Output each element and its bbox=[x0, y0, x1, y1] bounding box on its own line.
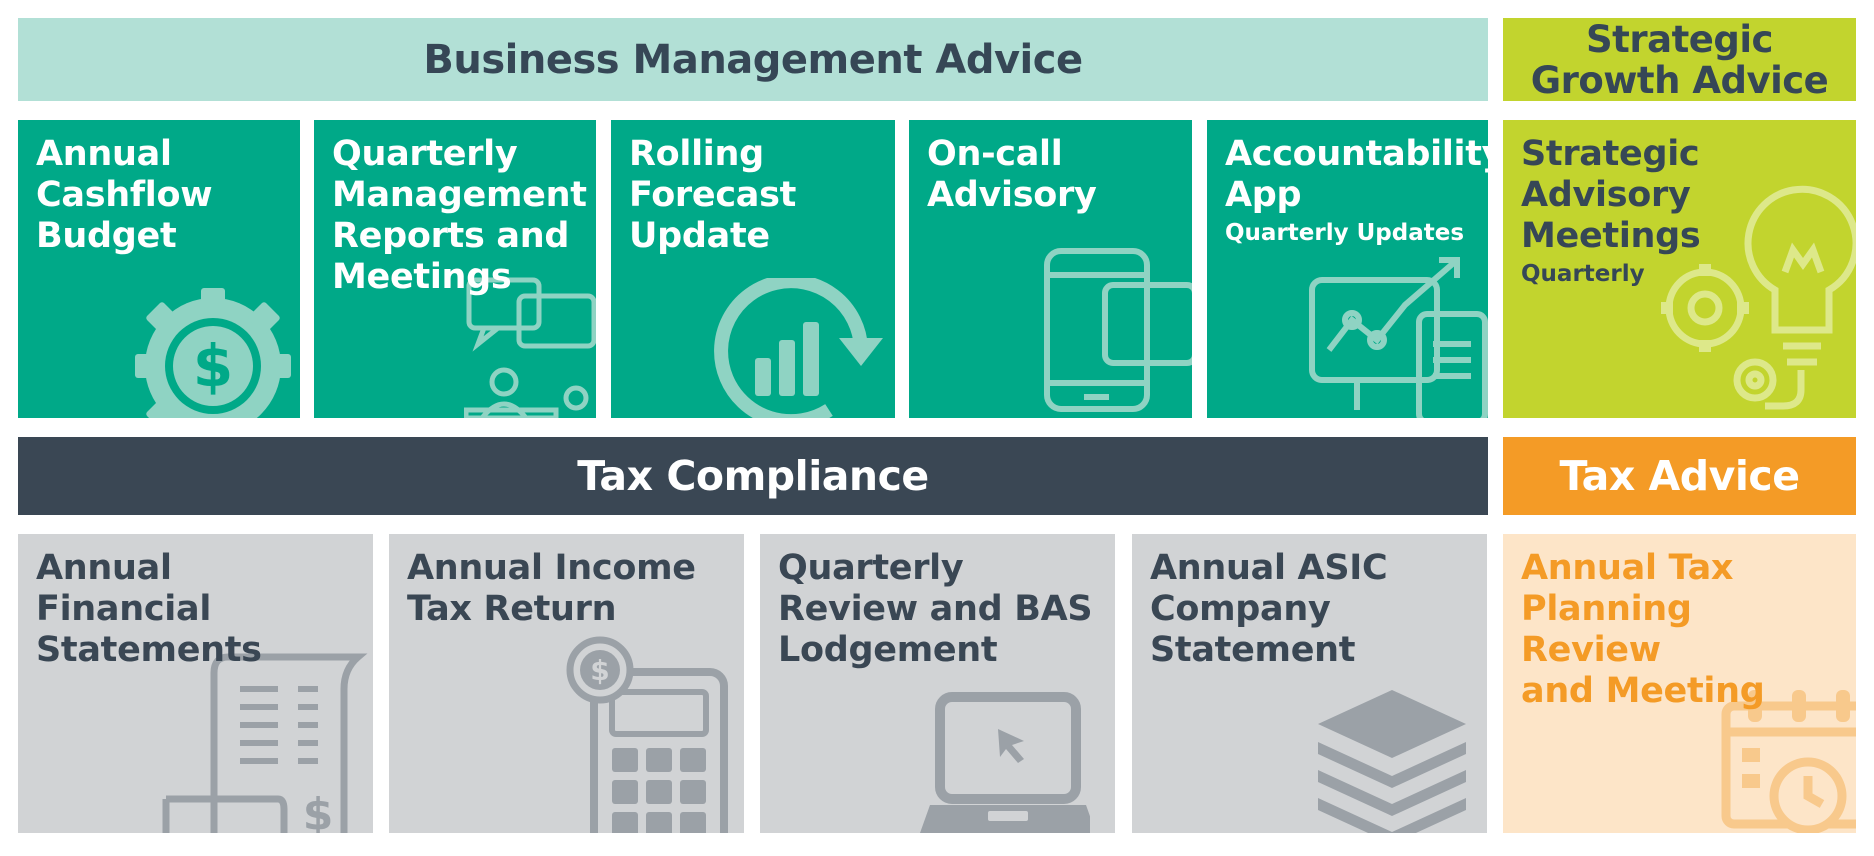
tile-title-line: Lodgement bbox=[778, 630, 998, 670]
tax-advice-title: Tax Advice bbox=[1559, 452, 1800, 500]
calculator-icon: $ bbox=[566, 636, 728, 833]
laptop-icon bbox=[920, 692, 1090, 833]
tile-accountability-app: Accountability App Quarterly Updates bbox=[1207, 120, 1488, 418]
tile-title-line: Statement bbox=[1150, 630, 1356, 670]
layers-icon bbox=[1318, 690, 1466, 833]
tile-annual-tax-planning: Annual Tax Planning Review and Meeting bbox=[1503, 534, 1856, 833]
strategic-growth-title-line2: Growth Advice bbox=[1530, 58, 1829, 101]
tile-title-line: Quarterly bbox=[332, 134, 518, 174]
tile-annual-cashflow-budget: Annual Cashflow Budget $ bbox=[18, 120, 300, 418]
tile-title-line: Company bbox=[1150, 589, 1331, 629]
tile-title-line: Annual ASIC bbox=[1150, 548, 1388, 588]
tile-annual-asic-company-statement: Annual ASIC Company Statement bbox=[1132, 534, 1487, 833]
tile-title-line: Meetings bbox=[332, 257, 512, 297]
business-management-header: Business Management Advice bbox=[18, 18, 1488, 101]
dollar-gear-icon: $ bbox=[135, 288, 291, 418]
svg-text:$: $ bbox=[193, 332, 233, 400]
tax-compliance-header: Tax Compliance bbox=[18, 437, 1488, 515]
meeting-chat-icon bbox=[464, 277, 596, 418]
tile-title-line: Reports and bbox=[332, 216, 570, 256]
lightbulb-gears-icon bbox=[1661, 185, 1856, 410]
tile-annual-income-tax-return: Annual Income Tax Return $ bbox=[389, 534, 744, 833]
forecast-cycle-icon bbox=[714, 278, 883, 418]
tile-title-line: Meetings bbox=[1521, 216, 1701, 256]
tax-advice-header: Tax Advice bbox=[1503, 437, 1856, 515]
tile-quarterly-review-bas: Quarterly Review and BAS Lodgement bbox=[760, 534, 1115, 833]
strategic-growth-header: Strategic Growth Advice bbox=[1503, 18, 1856, 101]
tile-title-line: Strategic bbox=[1521, 134, 1700, 174]
tile-on-call-advisory: On-call Advisory bbox=[909, 120, 1192, 418]
tile-title-line: Accountability bbox=[1225, 134, 1488, 174]
calendar-clock-icon bbox=[1721, 690, 1856, 833]
tile-title-line: Budget bbox=[36, 216, 177, 256]
receipt-icon: $ bbox=[162, 653, 368, 833]
tile-strategic-advisory-meetings: Strategic Advisory Meetings Quarterly bbox=[1503, 120, 1856, 418]
tile-title-line: App bbox=[1225, 175, 1302, 215]
tile-subtitle: Quarterly Updates bbox=[1225, 220, 1465, 246]
tile-quarterly-management-reports: Quarterly Management Reports and Meeting… bbox=[314, 120, 596, 418]
tile-title-line: Statements bbox=[36, 630, 262, 670]
tax-compliance-title: Tax Compliance bbox=[577, 452, 929, 500]
tile-title-line: Planning Review bbox=[1521, 589, 1692, 670]
app-analytics-icon bbox=[1309, 257, 1488, 418]
tile-title-line: Advisory bbox=[927, 175, 1097, 215]
tile-title-line: Annual bbox=[36, 134, 172, 174]
tile-title-line: Annual Tax bbox=[1521, 548, 1734, 588]
tile-title-line: Annual Financial bbox=[36, 548, 212, 629]
svg-text:$: $ bbox=[590, 654, 609, 687]
tile-rolling-forecast-update: Rolling Forecast Update bbox=[611, 120, 895, 418]
tile-title-line: Management bbox=[332, 175, 587, 215]
tile-annual-financial-statements: Annual Financial Statements $ bbox=[18, 534, 373, 833]
tile-subtitle: Quarterly bbox=[1521, 261, 1645, 287]
tile-title-line: and Meeting bbox=[1521, 671, 1765, 711]
phone-call-icon bbox=[1044, 248, 1192, 412]
tile-title-line: Advisory bbox=[1521, 175, 1691, 215]
tile-title-line: Cashflow bbox=[36, 175, 213, 215]
tile-title-line: Annual Income bbox=[407, 548, 696, 588]
tile-title-line: Review and BAS bbox=[778, 589, 1093, 629]
tile-title-line: Update bbox=[629, 216, 770, 256]
strategic-growth-title-line1: Strategic bbox=[1586, 18, 1773, 61]
tile-title-line: On-call bbox=[927, 134, 1063, 174]
tile-title-line: Forecast bbox=[629, 175, 797, 215]
business-management-title: Business Management Advice bbox=[423, 36, 1083, 83]
svg-text:$: $ bbox=[303, 789, 334, 833]
tile-title-line: Quarterly bbox=[778, 548, 964, 588]
tile-title-line: Tax Return bbox=[407, 589, 617, 629]
tile-title-line: Rolling bbox=[629, 134, 764, 174]
